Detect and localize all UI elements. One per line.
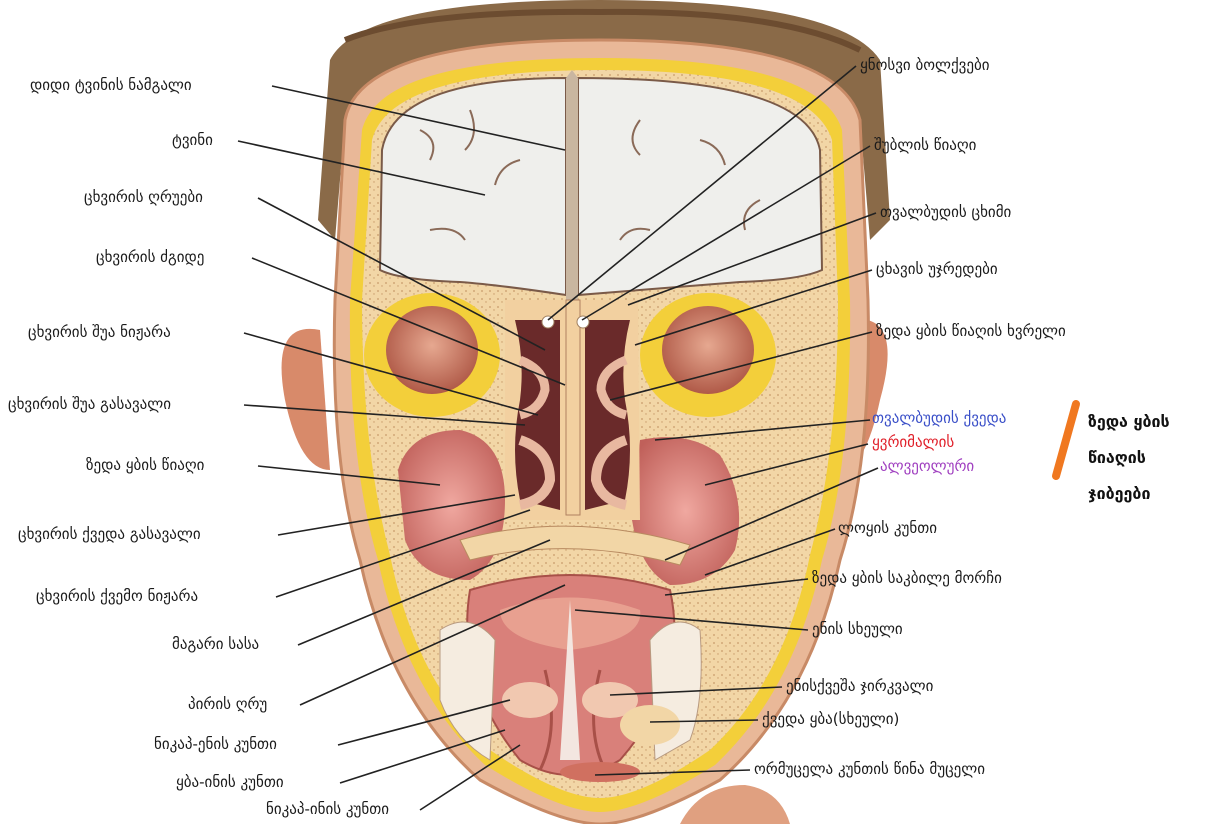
label-inferior-meatus: ცხვირის ქვედა გასავალი bbox=[18, 525, 201, 543]
label-orbital-fat: თვალბუდის ცხიმი bbox=[880, 203, 1011, 221]
label-hard-palate: მაგარი სასა bbox=[172, 635, 259, 653]
label-infraorbital-recess: თვალბუდის ქვედა bbox=[872, 409, 1006, 427]
sinus-recesses-line-1: ზედა ყბის bbox=[1088, 408, 1170, 436]
label-digastric-anterior: ორმუცელა კუნთის წინა მუცელი bbox=[754, 760, 985, 778]
label-sublingual-gland: ენისქვეშა ჯირკვალი bbox=[786, 677, 933, 695]
label-mandible-body: ქვედა ყბა(სხეული) bbox=[762, 710, 899, 728]
brain-illustration bbox=[380, 70, 822, 300]
label-cerebral-falx: დიდი ტვინის ნამგალი bbox=[30, 76, 192, 94]
label-buccinator: ლოყის კუნთი bbox=[838, 519, 937, 537]
label-alveolar-process: ზედა ყბის საკბილე მორჩი bbox=[812, 569, 1002, 587]
label-tongue-body: ენის სხეული bbox=[812, 620, 903, 638]
sinus-recesses-line-2: წიაღის bbox=[1088, 444, 1170, 472]
label-genioglossus: ნიკაპ-ენის კუნთი bbox=[154, 735, 277, 753]
nasal-cavity-illustration bbox=[505, 300, 640, 520]
label-middle-concha: ცხვირის შუა ნიჟარა bbox=[28, 323, 171, 341]
label-geniohyoid: ნიკაპ-ინის კუნთი bbox=[266, 800, 389, 818]
sinus-recesses-line-3: ჯიბეები bbox=[1088, 480, 1170, 508]
sinus-recesses-heading: ზედა ყბის წიაღის ჯიბეები bbox=[1088, 408, 1170, 508]
group-bracket-bar bbox=[1046, 396, 1086, 486]
label-zygomatic-recess: ყვრიმალის bbox=[872, 433, 954, 451]
label-oral-cavity: პირის ღრუ bbox=[188, 695, 267, 713]
label-nasal-septum: ცხვირის ძგიდე bbox=[96, 248, 204, 266]
label-frontal-sinus: შუბლის წიაღი bbox=[874, 136, 976, 154]
label-olfactory-bulbs: ყნოსვი ბოლქვები bbox=[860, 56, 990, 74]
label-middle-meatus: ცხვირის შუა გასავალი bbox=[8, 395, 171, 413]
label-inferior-concha: ცხვირის ქვემო ნიჟარა bbox=[36, 587, 198, 605]
label-maxillary-sinus: ზედა ყბის წიაღი bbox=[86, 456, 204, 474]
label-maxillary-ostium: ზედა ყბის წიაღის ხვრელი bbox=[876, 322, 1066, 340]
label-alveolar-recess: ალვეოლური bbox=[880, 457, 974, 475]
label-ethmoid-cells: ცხავის უჯრედები bbox=[876, 260, 998, 278]
label-mylohyoid: ყბა-ინის კუნთი bbox=[176, 773, 284, 791]
label-nasal-cavities: ცხვირის ღრუები bbox=[84, 188, 203, 206]
label-brain: ტვინი bbox=[172, 131, 213, 149]
